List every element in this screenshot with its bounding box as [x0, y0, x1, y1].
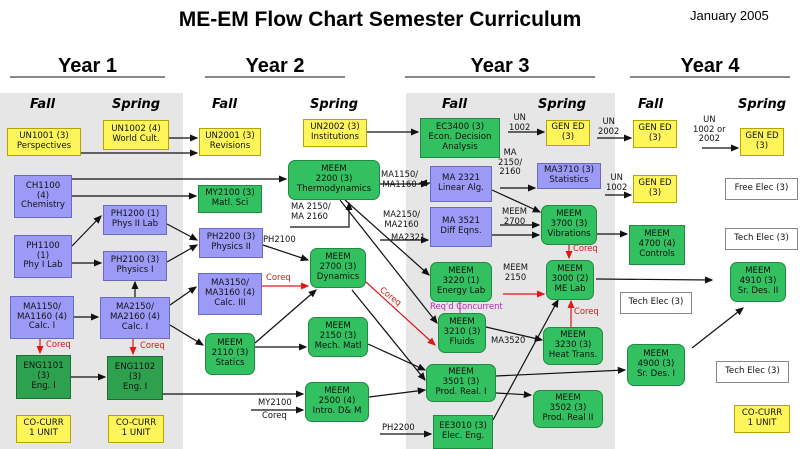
- prereq-ph2200-label: PH2200: [382, 422, 415, 432]
- course-ma3150[interactable]: MA3150/ MA3160 (4) Calc. III: [198, 273, 262, 315]
- course-un1001[interactable]: UN1001 (3) Perspectives: [7, 128, 81, 156]
- course-tech-elec-spring-2[interactable]: Tech Elec (3): [716, 361, 789, 383]
- semester-fall: Fall: [638, 97, 664, 112]
- coreq-label: Coreq: [266, 272, 291, 282]
- course-meem3210[interactable]: MEEM 3210 (3) Fluids: [438, 313, 486, 353]
- course-ma2150[interactable]: MA2150/ MA2160 (4) Calc. I: [100, 297, 170, 339]
- prereq-ph2100-label: PH2100: [263, 234, 296, 244]
- course-meem4700[interactable]: MEEM 4700 (4) Controls: [629, 225, 685, 265]
- course-meem3230[interactable]: MEEM 3230 (3) Heat Trans.: [543, 327, 603, 365]
- course-ec3400[interactable]: EC3400 (3) Econ. Decision Analysis: [420, 118, 500, 158]
- course-eng1101[interactable]: ENG1101 (3) Eng. I: [16, 355, 71, 399]
- course-ma2321[interactable]: MA 2321 Linear Alg.: [430, 166, 492, 202]
- course-ph1100[interactable]: PH1100 (1) Phy I Lab: [14, 235, 72, 278]
- course-un2001[interactable]: UN2001 (3) Revisions: [199, 128, 261, 156]
- date: January 2005: [690, 8, 769, 23]
- year-2-heading: Year 2: [245, 55, 305, 77]
- year-4-heading: Year 4: [680, 55, 740, 77]
- course-ee3010[interactable]: EE3010 (3) Elec. Eng.: [433, 415, 493, 449]
- course-meem3502[interactable]: MEEM 3502 (3) Prod. Real II: [533, 390, 603, 428]
- semester-spring: Spring: [112, 97, 161, 112]
- prereq-un1002-or-2002-label: UN 1002 or 2002: [693, 114, 726, 144]
- course-free-elec[interactable]: Free Elec (3): [725, 178, 798, 200]
- course-cocurr-y1-spring[interactable]: CO-CURR 1 UNIT: [108, 415, 164, 443]
- course-ch1100[interactable]: CH1100 (4) Chemistry: [14, 175, 72, 218]
- course-cocurr-y1-fall[interactable]: CO-CURR 1 UNIT: [16, 415, 71, 443]
- prereq-meem2150-label: MEEM 2150: [503, 262, 529, 282]
- year-3-heading: Year 3: [470, 55, 530, 77]
- semester-fall: Fall: [442, 97, 468, 112]
- prereq-un2002-label: UN 2002: [598, 116, 620, 136]
- course-ph2100[interactable]: PH2100 (3) Physics I: [103, 251, 167, 281]
- coreq-label: Coreq: [574, 306, 599, 316]
- prereq-un1002-label: UN 1002: [509, 112, 531, 132]
- semester-spring: Spring: [310, 97, 359, 112]
- course-meem4910[interactable]: MEEM 4910 (3) Sr. Des. II: [730, 262, 786, 302]
- course-ph2200[interactable]: PH2200 (3) Physics II: [199, 228, 263, 258]
- page-title: ME-EM Flow Chart Semester Curriculum: [178, 8, 582, 31]
- coreq-label: Coreq: [140, 340, 165, 350]
- reqd-concurrent-label: Req'd Concurrent: [430, 301, 503, 311]
- semester-fall: Fall: [30, 97, 56, 112]
- course-tech-elec-spring-1[interactable]: Tech Elec (3): [725, 228, 798, 250]
- semester-fall: Fall: [212, 97, 238, 112]
- prereq-ma2150c-label: MA 2150/ 2160: [498, 147, 523, 177]
- prereq-ma2150b-label: MA2150/ MA2160: [383, 209, 421, 229]
- course-cocurr-y4[interactable]: CO-CURR 1 UNIT: [734, 405, 790, 433]
- course-meem3501[interactable]: MEEM 3501 (3) Prod. Real. I: [426, 364, 496, 402]
- course-meem2500[interactable]: MEEM 2500 (4) Intro. D& M: [305, 382, 369, 422]
- course-tech-elec-fall[interactable]: Tech Elec (3): [620, 292, 692, 314]
- course-gened-y4-fall-2[interactable]: GEN ED (3): [633, 175, 677, 203]
- course-meem2200[interactable]: MEEM 2200 (3) Thermodynamics: [288, 160, 380, 200]
- course-gened-y3[interactable]: GEN ED (3): [546, 120, 590, 146]
- prereq-ma1150-label: MA1150/ MA1160: [381, 169, 419, 189]
- coreq-label: Coreq: [46, 339, 71, 349]
- prereq-ma2321-label: MA2321: [391, 232, 426, 242]
- semester-spring: Spring: [738, 97, 787, 112]
- course-ma1150[interactable]: MA1150/ MA1160 (4) Calc. I: [10, 296, 74, 339]
- prereq-my2100-label: MY2100: [258, 397, 292, 407]
- coreq-my2100-label: Coreq: [262, 410, 287, 420]
- course-un2002[interactable]: UN2002 (3) Institutions: [303, 119, 367, 147]
- prereq-ma3520-label: MA3520: [491, 335, 526, 345]
- course-eng1102[interactable]: ENG1102 (3) Eng. I: [107, 356, 163, 400]
- course-ph1200[interactable]: PH1200 (1) Phys II Lab: [103, 205, 167, 235]
- course-meem3220[interactable]: MEEM 3220 (1) Energy Lab: [430, 262, 492, 302]
- course-meem3700[interactable]: MEEM 3700 (3) Vibrations: [541, 205, 597, 245]
- prereq-un1002b-label: UN 1002: [606, 172, 628, 192]
- coreq-label: Coreq: [573, 243, 598, 253]
- semester-spring: Spring: [538, 97, 587, 112]
- prereq-meem2700-label: MEEM 2700: [502, 206, 528, 226]
- course-meem2150[interactable]: MEEM 2150 (3) Mech. Matl: [308, 317, 368, 357]
- course-ma3710[interactable]: MA3710 (3) Statistics: [537, 163, 601, 189]
- course-un1002[interactable]: UN1002 (4) World Cult.: [103, 120, 169, 150]
- course-gened-y4-fall-1[interactable]: GEN ED (3): [633, 120, 677, 148]
- course-meem2110[interactable]: MEEM 2110 (3) Statics: [205, 333, 255, 375]
- course-meem2700[interactable]: MEEM 2700 (3) Dynamics: [310, 248, 366, 288]
- course-meem4900[interactable]: MEEM 4900 (3) Sr. Des. I: [627, 344, 685, 386]
- course-my2100[interactable]: MY2100 (3) Matl. Sci: [198, 185, 262, 213]
- course-meem3000[interactable]: MEEM 3000 (2) ME Lab: [546, 260, 594, 300]
- course-gened-y4-spring[interactable]: GEN ED (3): [740, 128, 784, 156]
- prereq-ma2150-label: MA 2150/ MA 2160: [291, 201, 331, 221]
- year-1-heading: Year 1: [58, 55, 117, 77]
- course-ma3521[interactable]: MA 3521 Diff Eqns.: [430, 207, 492, 247]
